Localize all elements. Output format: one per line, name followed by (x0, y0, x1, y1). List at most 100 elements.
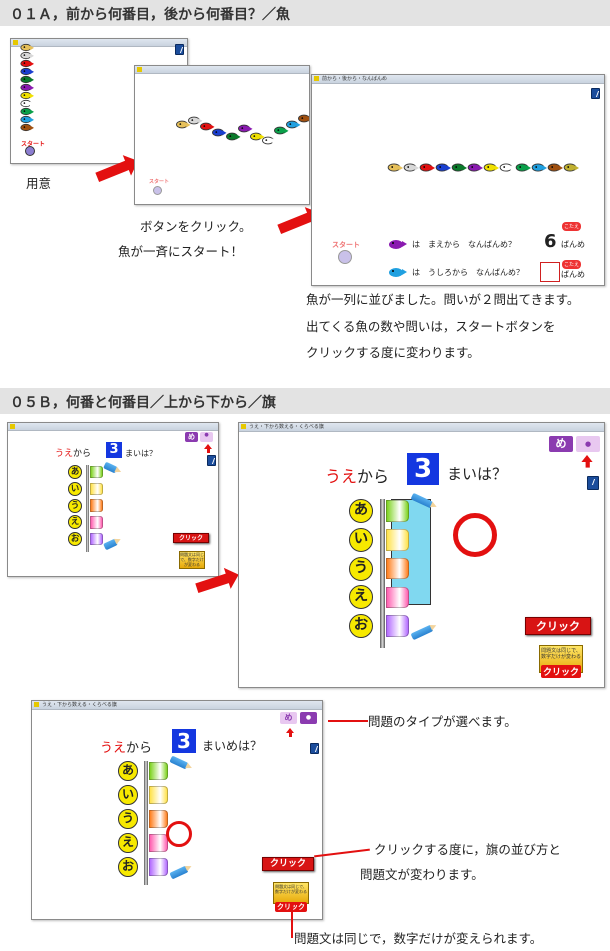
flag-5[interactable] (386, 615, 409, 637)
kana-label-2: い (118, 785, 138, 805)
type-button-me[interactable]: め (549, 436, 573, 452)
fish-icon (531, 163, 547, 172)
start-button[interactable]: スタート (21, 141, 46, 148)
flag-4[interactable] (386, 586, 409, 609)
kana-label-1: あ (118, 761, 138, 781)
pen-icon[interactable] (591, 88, 600, 99)
pencil-icon (103, 461, 118, 473)
kana-label-1: あ (349, 499, 373, 523)
flag-4[interactable] (149, 834, 168, 852)
kana-label-1: あ (68, 465, 82, 479)
flag-1[interactable] (149, 762, 168, 780)
fish-icon (483, 163, 499, 172)
fish-icon (419, 163, 435, 172)
question-fish-icon (389, 268, 407, 277)
kotae-button[interactable]: こたえ (562, 222, 582, 231)
flag-1[interactable] (386, 500, 409, 522)
section-1-header: ０１Ａ，前から何番目，後から何番目？／魚 (0, 0, 610, 26)
type-button-dot[interactable]: ● (200, 432, 213, 442)
fish-icon (250, 132, 265, 141)
variant-window-flags: うえ・下から数える・くらべる旗 め ● うえから 3 まいめは？ あいうえお ク… (31, 700, 323, 920)
fish-icon (515, 163, 531, 172)
start-button-faded: スタート (149, 179, 170, 185)
flag-5[interactable] (149, 858, 168, 876)
fish-icon (20, 123, 35, 132)
type-button-me[interactable]: め (280, 712, 297, 724)
fish-icon (188, 116, 203, 125)
fish-icon (563, 163, 579, 172)
pen-icon[interactable] (310, 743, 319, 754)
desc-line-3: クリックする度に変わります。 (306, 345, 480, 360)
kana-label-5: お (68, 532, 82, 547)
question-1-text: は まえから なんばんめ？ (412, 240, 516, 249)
question-line: うえから (55, 449, 92, 459)
answer-2-box[interactable] (540, 262, 560, 282)
flag-3[interactable] (149, 810, 168, 828)
question-line: うえから (100, 741, 153, 756)
fish-icon (20, 43, 35, 52)
click-button[interactable]: クリック (262, 857, 314, 871)
flag-2[interactable] (149, 786, 168, 804)
number-change-button[interactable]: 問題文は同じで、数字だけが変わるクリック (539, 645, 583, 678)
preview-window-flags: め ● うえから 3 まいは？ あいうえお クリック 問題文は同じで、数字だけが… (7, 422, 219, 577)
type-button-me[interactable]: め (185, 432, 198, 442)
kana-label-2: い (68, 481, 82, 496)
type-button-dot[interactable]: ● (576, 436, 600, 452)
question-suffix: まいは？ (125, 449, 157, 458)
flag-pole (144, 761, 148, 885)
desc-line-1: 魚が一列に並びました。問いが２問出てきます。 (306, 292, 580, 307)
number-box: 3 (407, 453, 439, 485)
answer-1-value: 6 (544, 231, 557, 252)
click-button[interactable]: クリック (525, 617, 591, 635)
annotation-click-1: クリックする度に，旗の並び方と (374, 842, 561, 857)
type-button-dot[interactable]: ● (300, 712, 317, 724)
flag-2[interactable] (89, 482, 103, 496)
annotation-click-2: 問題文が変わります。 (360, 867, 484, 882)
pencil-icon (169, 865, 189, 880)
question-suffix: まいは？ (447, 465, 508, 483)
flag-4[interactable] (89, 516, 103, 529)
pen-icon[interactable] (587, 476, 599, 490)
flag-1[interactable] (89, 465, 103, 479)
start-character-icon (25, 146, 35, 156)
caption-click-1: ボタンをクリック。 (140, 219, 252, 234)
fish-icon (274, 126, 289, 135)
kana-label-4: え (349, 585, 373, 610)
pen-icon[interactable] (175, 44, 184, 55)
arrow-up-icon (286, 728, 294, 737)
fish-icon (20, 91, 35, 100)
start-button[interactable]: スタート (332, 241, 360, 249)
pen-icon[interactable] (207, 455, 216, 466)
kana-label-3: う (68, 498, 82, 513)
annotation-number-change: 問題文は同じで，数字だけが変えられます。 (294, 931, 543, 946)
question-suffix: まいめは？ (202, 739, 263, 753)
flag-3[interactable] (89, 499, 103, 512)
click-button[interactable]: クリック (173, 533, 209, 543)
fish-icon (20, 67, 35, 76)
fish-icon (20, 51, 35, 60)
fish-icon (212, 128, 227, 137)
flag-2[interactable] (386, 529, 409, 551)
kana-label-5: お (349, 614, 373, 639)
pencil-icon (410, 624, 434, 640)
pencil-icon (103, 538, 118, 550)
flag-5[interactable] (89, 532, 103, 546)
caption-ready: 用意 (26, 176, 52, 191)
fish-icon (451, 163, 467, 172)
flag-3[interactable] (386, 557, 409, 580)
fish-icon (262, 136, 277, 145)
kotae-button[interactable]: こたえ (562, 260, 582, 269)
flag-pole (380, 499, 385, 648)
main-window-fish: 前から・後から・なんばんめ スタート は まえから なんばんめ？ 6 こたえ ば… (311, 74, 605, 286)
fish-icon (20, 99, 35, 108)
annotation-line (328, 720, 368, 722)
fish-icon (286, 120, 301, 129)
kana-label-5: お (118, 857, 138, 877)
fish-icon (20, 59, 35, 68)
fish-icon (435, 163, 451, 172)
fish-icon (403, 163, 419, 172)
kana-label-3: う (349, 556, 373, 581)
fish-icon (467, 163, 483, 172)
